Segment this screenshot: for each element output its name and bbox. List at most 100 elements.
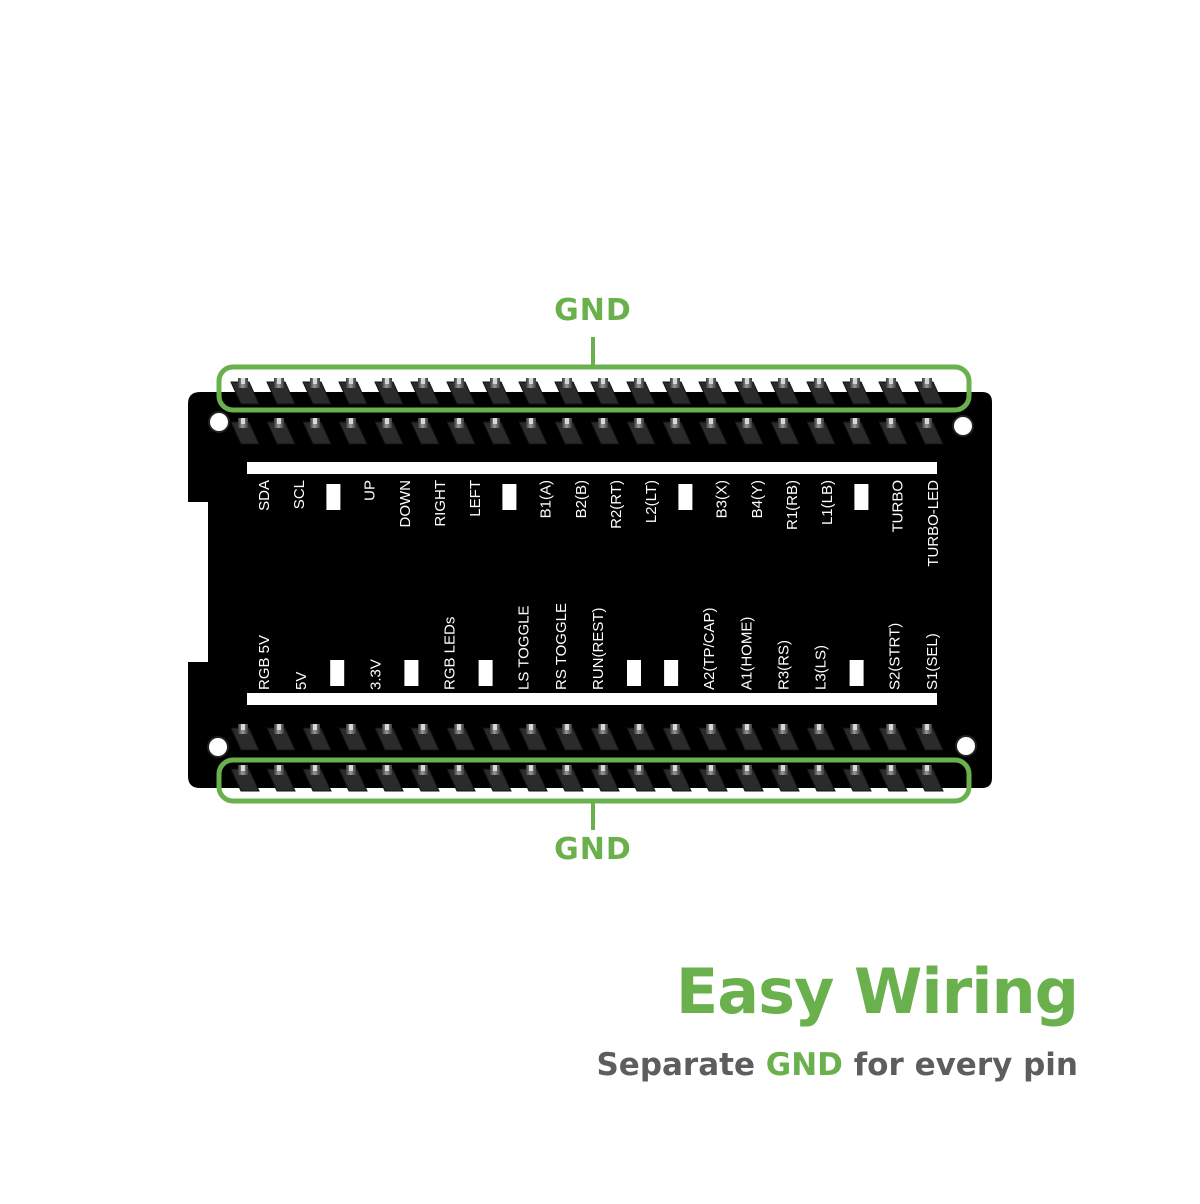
header-pin [878, 378, 908, 405]
header-pin [914, 418, 944, 445]
pin-label: 3.3V [367, 659, 384, 690]
pin-label: B1(A) [538, 480, 555, 518]
header-pin [626, 724, 656, 751]
header-pin [482, 418, 512, 445]
header-pin [482, 765, 512, 792]
pin-header-top-signal-row [230, 418, 944, 445]
pin-header-bottom-signal-row [230, 724, 944, 751]
header-pin [626, 418, 656, 445]
pin-label: RGB 5V [256, 635, 273, 690]
header-pin [806, 724, 836, 751]
header-pin [230, 765, 260, 792]
pin-label: S2(STRT) [887, 623, 904, 690]
header-pin [446, 765, 476, 792]
pin-label: L2(LT) [643, 480, 660, 523]
pin-label: LS TOGGLE [516, 606, 533, 691]
silkscreen-strip-top [247, 462, 937, 474]
header-pin [770, 765, 800, 792]
silkscreen-strip-bottom [247, 693, 937, 705]
header-pin [338, 765, 368, 792]
pin-label: S1(SEL) [924, 633, 941, 690]
header-pin [698, 765, 728, 792]
header-pin [590, 378, 620, 405]
pin-header-top-gnd-row [230, 378, 944, 405]
header-pin [374, 418, 404, 445]
header-pin [914, 378, 944, 405]
blank-pin-marker [854, 484, 869, 510]
header-pin [266, 378, 296, 405]
header-pin [626, 765, 656, 792]
header-pin [662, 418, 692, 445]
pin-label: RIGHT [432, 480, 449, 527]
header-pin [482, 724, 512, 751]
header-pin [410, 724, 440, 751]
header-pin [338, 724, 368, 751]
header-pin [446, 378, 476, 405]
pin-label: 5V [293, 672, 310, 690]
header-pin [662, 378, 692, 405]
header-pin [878, 765, 908, 792]
header-pin [374, 378, 404, 405]
header-pin [770, 378, 800, 405]
header-pin [338, 418, 368, 445]
header-pin [266, 418, 296, 445]
header-pin [518, 418, 548, 445]
headline: Easy Wiring [675, 955, 1079, 1028]
circuit-board [188, 392, 992, 788]
gnd-label-top: GND [554, 293, 632, 328]
header-pin [698, 378, 728, 405]
header-pin [734, 765, 764, 792]
pin-label: RGB LEDs [442, 617, 459, 690]
header-pin [806, 418, 836, 445]
header-pin [518, 378, 548, 405]
blank-pin-marker [330, 660, 345, 686]
subheadline-part: Separate [596, 1047, 766, 1083]
blank-pin-marker [678, 484, 693, 510]
header-pin [230, 724, 260, 751]
header-pin [662, 765, 692, 792]
pin-label: DOWN [397, 480, 414, 528]
pin-label: R2(RT) [608, 480, 625, 529]
pin-label: RUN(REST) [590, 608, 607, 691]
blank-pin-marker [404, 660, 419, 686]
mounting-hole [207, 736, 229, 758]
header-pin [374, 765, 404, 792]
pin-label: SCL [291, 480, 308, 509]
pin-label: SDA [256, 480, 273, 511]
pin-label: L1(LB) [819, 480, 836, 525]
header-pin [302, 418, 332, 445]
subheadline-accent: GND [765, 1047, 843, 1083]
header-pin [842, 418, 872, 445]
pin-label: LEFT [467, 480, 484, 517]
subheadline: Separate GND for every pin [596, 1047, 1078, 1083]
header-pin [446, 418, 476, 445]
pin-label: L3(LS) [813, 645, 830, 690]
header-pin [806, 765, 836, 792]
pin-label: A2(TP/CAP) [701, 607, 718, 690]
header-pin [590, 765, 620, 792]
header-pin [554, 765, 584, 792]
pin-label: RS TOGGLE [553, 603, 570, 690]
header-pin [554, 378, 584, 405]
header-pin [662, 724, 692, 751]
header-pin [554, 418, 584, 445]
header-pin [446, 724, 476, 751]
header-pin [266, 724, 296, 751]
pin-label: B3(X) [714, 480, 731, 518]
header-pin [230, 418, 260, 445]
header-pin [698, 418, 728, 445]
header-pin [590, 724, 620, 751]
header-pin [518, 724, 548, 751]
pin-label: B4(Y) [749, 480, 766, 518]
pin-label: R1(RB) [784, 480, 801, 530]
header-pin [374, 724, 404, 751]
header-pin [338, 378, 368, 405]
header-pin [410, 765, 440, 792]
header-pin [734, 378, 764, 405]
header-pin [590, 418, 620, 445]
blank-pin-marker [502, 484, 517, 510]
header-pin [518, 765, 548, 792]
header-pin [734, 724, 764, 751]
header-pin [626, 378, 656, 405]
